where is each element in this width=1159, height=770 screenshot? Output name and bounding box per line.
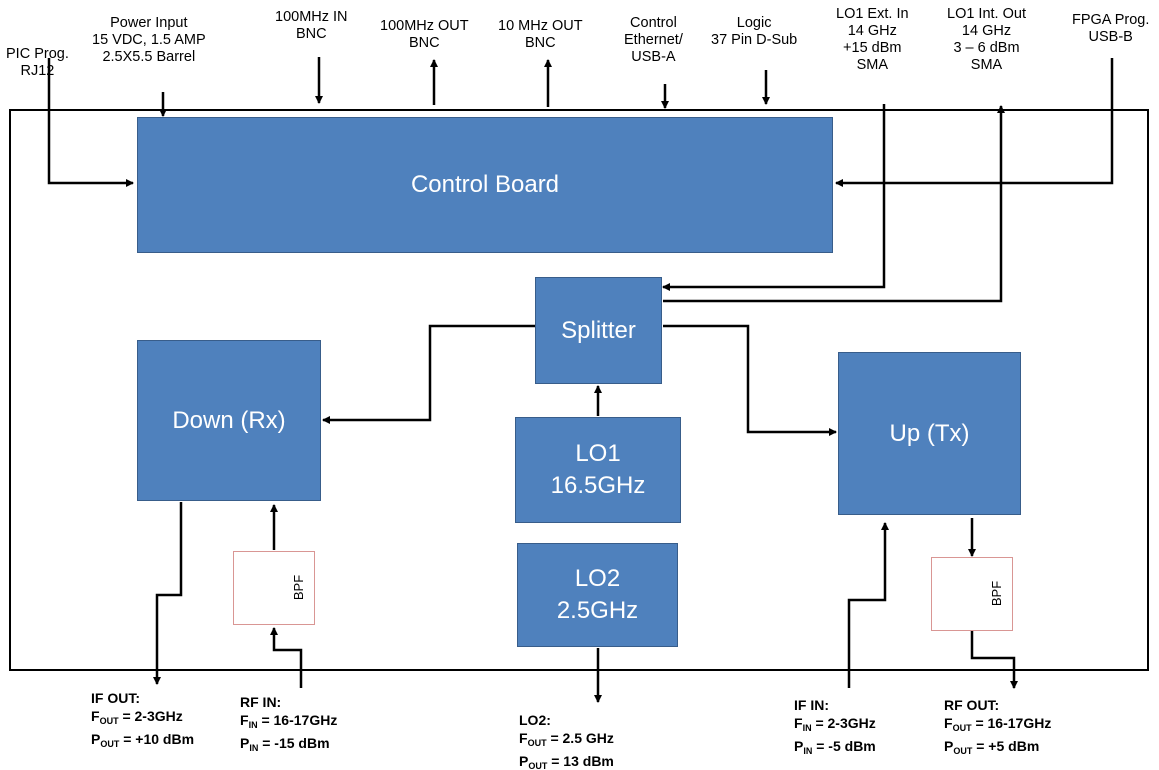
down-to-if-out-line	[153, 502, 183, 685]
if-out-port-label: IF OUT: FOUT = 2-3GHz POUT = +10 dBm	[91, 690, 195, 749]
if-in-title: IF IN:	[794, 697, 829, 713]
rf-in-to-bpf-line	[270, 627, 303, 688]
fpga-prog-line	[835, 58, 1114, 187]
rf-out-title: RF OUT:	[944, 697, 1000, 713]
lo1-block: LO1 16.5GHz	[515, 417, 681, 523]
up-tx-label: Up (Tx)	[889, 419, 970, 447]
lo2-freq: 2.5GHz	[556, 597, 639, 624]
bpf-tx	[931, 557, 1013, 631]
down-rx-block: Down (Rx)	[137, 340, 321, 501]
rf-in-port-label: RF IN: FIN = 16-17GHz PIN = -15 dBm	[240, 694, 338, 753]
if-out-title: IF OUT:	[91, 690, 140, 706]
rf-in-title: RF IN:	[240, 694, 282, 710]
lo2-name: LO2	[574, 565, 621, 592]
bpf-rx	[233, 551, 315, 625]
splitter-to-up-line	[663, 324, 837, 436]
control-board-block: Control Board	[137, 117, 833, 253]
lo1-int-out-line	[663, 105, 1005, 303]
up-tx-block: Up (Tx)	[838, 352, 1021, 515]
lo1-freq: 16.5GHz	[550, 472, 646, 499]
splitter-label: Splitter	[561, 316, 636, 344]
fpga-prog-label: FPGA Prog.USB-B	[1072, 12, 1150, 45]
bpf-rx-label: BPF	[291, 574, 307, 601]
bpf-to-rf-out-line	[970, 628, 1018, 689]
splitter-to-down-line	[322, 324, 535, 424]
if-in-to-up-line	[847, 522, 889, 688]
bpf-tx-label: BPF	[989, 580, 1005, 607]
lo2-port-title: LO2:	[519, 712, 551, 728]
if-in-port-label: IF IN: FIN = 2-3GHz PIN = -5 dBm	[794, 697, 876, 756]
lo2-port-label: LO2: FOUT = 2.5 GHz POUT = 13 dBm	[519, 712, 614, 770]
lo1-name: LO1	[575, 440, 621, 467]
lo2-block: LO2 2.5GHz	[517, 543, 678, 647]
rf-out-port-label: RF OUT: FOUT = 16-17GHz POUT = +5 dBm	[944, 697, 1052, 756]
down-rx-label: Down (Rx)	[172, 406, 286, 434]
control-board-label: Control Board	[410, 171, 560, 198]
chassis-outline	[9, 109, 1149, 671]
pic-prog-line	[47, 58, 134, 187]
splitter-block: Splitter	[535, 277, 662, 384]
lo1-ext-in-line	[662, 104, 886, 291]
pic-prog-label: PIC Prog.RJ12	[6, 46, 69, 79]
